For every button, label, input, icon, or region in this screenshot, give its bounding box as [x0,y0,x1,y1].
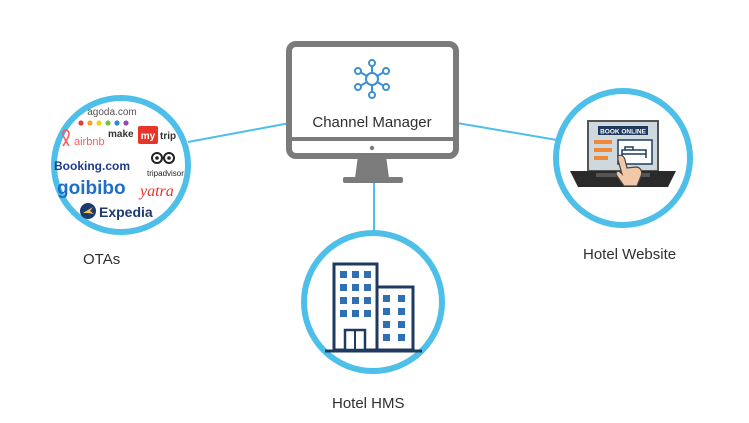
hotel-hms-node [301,230,445,374]
book-online-label: BOOK ONLINE [600,129,647,136]
monitor-stand [355,156,389,178]
expedia-logo: Expedia [99,204,153,220]
otas-node: agoda.com airbnb make my trip Booking.co… [51,95,191,235]
yatra-logo: yatra [138,183,174,200]
goibibo-logo: goibibo [57,178,126,199]
laptop-icon: BOOK ONLINE [570,120,676,187]
monitor-power-dot [369,145,375,151]
monitor-base [343,177,403,183]
connector-otas [187,122,291,143]
channel-manager-label: Channel Manager [312,114,431,131]
hotel-website-node: BOOK ONLINE [553,88,693,228]
channel-manager-monitor: Channel Manager [286,41,459,183]
booking-logo: Booking.com [54,159,130,173]
airbnb-icon [62,129,70,147]
airbnb-logo: airbnb [74,136,105,148]
mmt-icon-glyph: my [141,131,156,142]
pointing-hand-icon [615,154,643,187]
hotel-building-icon [325,262,422,353]
expedia-plane-glyph [83,207,94,214]
hotel-hms-caption: Hotel HMS [332,395,405,412]
network-hub-icon [354,59,390,99]
bed-glyph [621,146,647,158]
connectors [187,122,558,230]
connector-website [456,122,558,141]
trip-logo: trip [160,131,176,142]
hotel-website-caption: Hotel Website [583,246,677,263]
mmt-icon [138,126,158,144]
tripadvisor-logo: tripadvisor [147,169,184,178]
make-logo: make [108,129,134,140]
agoda-logo: agoda.com [87,107,136,118]
tripadvisor-owl-icon [151,152,175,164]
agoda-dots [78,120,129,126]
otas-caption: OTAs [83,251,121,268]
